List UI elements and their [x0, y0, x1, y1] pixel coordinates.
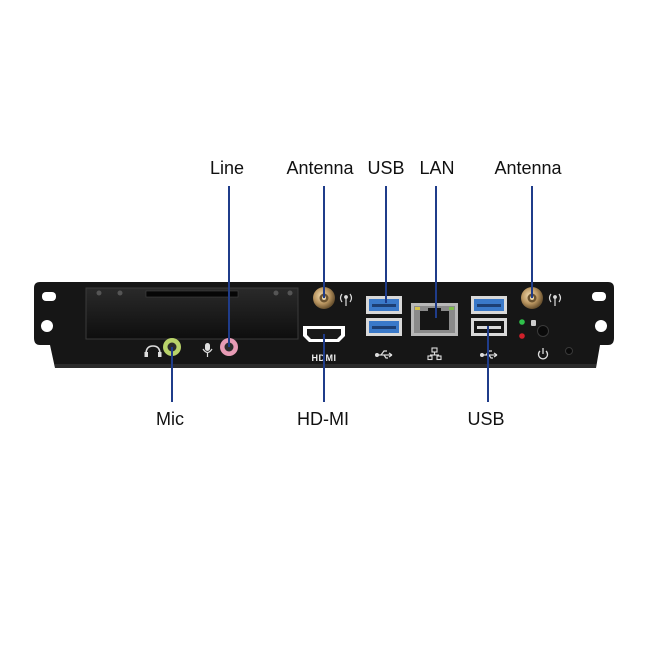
- card-screw: [117, 290, 123, 296]
- label-hdmi: HD-MI: [297, 409, 349, 429]
- usb-port-bottom-left[interactable]: [366, 318, 402, 336]
- mounting-hole-right-top: [592, 292, 606, 301]
- chassis-bottom-edge: [55, 364, 596, 368]
- status-led-green: [519, 319, 525, 325]
- headphone-icon: [144, 345, 162, 357]
- microphone-icon: [202, 343, 213, 357]
- mounting-hole-right-bottom: [595, 320, 607, 332]
- lan-port[interactable]: [411, 303, 458, 336]
- label-lan: LAN: [419, 158, 455, 178]
- status-led-red: [519, 333, 525, 339]
- label-antenna-right: Antenna: [494, 158, 562, 178]
- reset-pinhole[interactable]: [565, 347, 573, 355]
- card-screw: [273, 290, 279, 296]
- power-button[interactable]: [537, 325, 549, 337]
- card-screw: [287, 290, 293, 296]
- power-icon: [537, 348, 549, 360]
- usb-port-top-right[interactable]: [471, 296, 507, 314]
- mounting-hole-left-bottom: [41, 320, 53, 332]
- label-mic: Mic: [156, 409, 184, 429]
- usb-port-top-left[interactable]: [366, 296, 402, 314]
- label-antenna-left: Antenna: [286, 158, 354, 178]
- mounting-hole-left-top: [42, 292, 56, 301]
- network-icon: [427, 347, 442, 361]
- card-screw: [96, 290, 102, 296]
- label-line: Line: [209, 158, 245, 178]
- expansion-card-bracket: [85, 287, 299, 340]
- hdd-led-icon: [531, 320, 536, 326]
- antenna-signal-icon: [339, 293, 353, 306]
- label-usb-bottom: USB: [467, 409, 505, 429]
- card-slot: [145, 290, 239, 298]
- usb-icon: [375, 350, 393, 359]
- label-usb-top: USB: [367, 158, 405, 178]
- antenna-signal-icon: [548, 293, 562, 306]
